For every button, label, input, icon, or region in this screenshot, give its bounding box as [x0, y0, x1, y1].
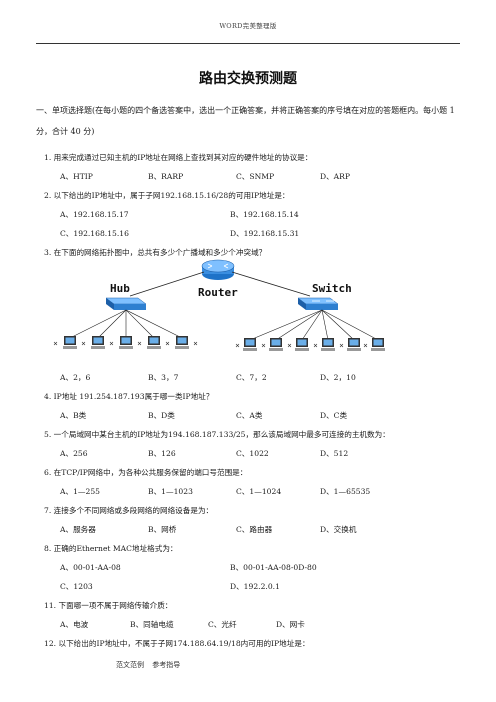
option: A、192.168.15.17 [60, 210, 129, 219]
page-footer: 范文范例 参考指导 [116, 661, 181, 669]
option: D、2，10 [320, 373, 356, 382]
pc-icon [243, 338, 257, 351]
page-header: WORD完美整理版 [219, 22, 277, 30]
option: D、512 [320, 449, 349, 458]
section-intro: 一、单项选择题(在每小题的四个备选答案中，选出一个正确答案，并将正确答案的序号填… [36, 106, 455, 136]
pc-icon [63, 336, 77, 349]
pc-icon [321, 338, 335, 351]
question-stem: 11. 下面哪一项不属于网络传输介质： [44, 601, 173, 610]
option: A、服务器 [60, 525, 96, 534]
switch-links [249, 309, 379, 341]
pc-icon [147, 336, 161, 349]
option: B、3，7 [148, 373, 179, 382]
switch-label: Switch [312, 282, 352, 295]
header-rule [36, 43, 460, 44]
document-title: 路由交换预测题 [199, 71, 297, 87]
network-topology-diagram: Hub Router Switch [53, 259, 385, 351]
pc-icons [63, 336, 385, 351]
option: C、192.168.15.16 [60, 229, 129, 238]
router-label: Router [198, 286, 238, 299]
option: D、交换机 [320, 525, 357, 534]
option: C、1—1024 [236, 487, 282, 496]
question-stem: 4. IP地址 191.254.187.193属于哪一类IP地址？ [44, 392, 214, 401]
switch-icon [297, 297, 339, 310]
pc-icon [371, 338, 385, 351]
pc-icon [91, 336, 105, 349]
option: B、192.168.15.14 [230, 210, 299, 219]
pc-icon [295, 338, 309, 351]
question-stem: 5. 一个局域网中某台主机的IP地址为194.168.187.133/25，那么… [44, 430, 390, 439]
question-stem: 8. 正确的Ethernet MAC地址格式为： [44, 544, 178, 553]
option: D、192.2.0.1 [230, 582, 280, 591]
collision-markers [53, 341, 368, 348]
option: B、RARP [148, 172, 184, 181]
pc-icon [175, 336, 189, 349]
option: B、D类 [148, 411, 175, 420]
hub-label: Hub [110, 282, 130, 295]
option: D、网卡 [276, 620, 305, 629]
option: B、126 [148, 449, 176, 458]
pc-icon [269, 338, 283, 351]
option: C、路由器 [236, 525, 273, 534]
option: C、7，2 [236, 373, 267, 382]
option: D、192.168.15.31 [230, 229, 300, 238]
question-stem: 12. 以下给出的IP地址中，不属于子网174.188.64.19/18内可用的… [44, 639, 310, 648]
hub-icon [105, 297, 147, 310]
option: C、光纤 [208, 620, 237, 629]
router-icon [201, 259, 235, 280]
option: B、同轴电缆 [130, 620, 174, 629]
option: B、网桥 [148, 525, 177, 534]
option: A、2，6 [60, 373, 91, 382]
question-stem: 2. 以下给出的IP地址中，属于子网192.168.15.16/28的可用IP地… [44, 191, 290, 200]
option: D、1—65535 [320, 487, 371, 496]
hub-links [69, 309, 183, 339]
pc-icon [119, 336, 133, 349]
option: C、1203 [60, 582, 93, 591]
option: D、ARP [320, 172, 350, 181]
option: A、B类 [60, 411, 87, 420]
pc-icon [347, 338, 361, 351]
option: B、1—1023 [148, 487, 193, 496]
option: A、1—255 [60, 487, 100, 496]
question-stem: 7. 连接多个不同网络或多段网络的网络设备是为： [44, 506, 214, 515]
question-stem: 3. 在下面的网络拓扑图中，总共有多少个广播域和多少个冲突域？ [44, 248, 267, 257]
option: A、00-01-AA-08 [60, 563, 121, 572]
option: C、1022 [236, 449, 269, 458]
option: C、SNMP [236, 172, 275, 181]
option: A、256 [60, 449, 88, 458]
question-stem: 1. 用来完成通过已知主机的IP地址在网络上查找到其对应的硬件地址的协议是： [44, 153, 313, 162]
option: A、HTIP [60, 172, 93, 181]
option: D、C类 [320, 411, 348, 420]
question-stem: 6. 在TCP/IP网络中，为各种公共服务保留的端口号范围是： [44, 468, 248, 477]
option: A、电波 [60, 620, 89, 629]
option: B、00-01-AA-08-0D-80 [230, 563, 317, 572]
option: C、A类 [236, 411, 263, 420]
